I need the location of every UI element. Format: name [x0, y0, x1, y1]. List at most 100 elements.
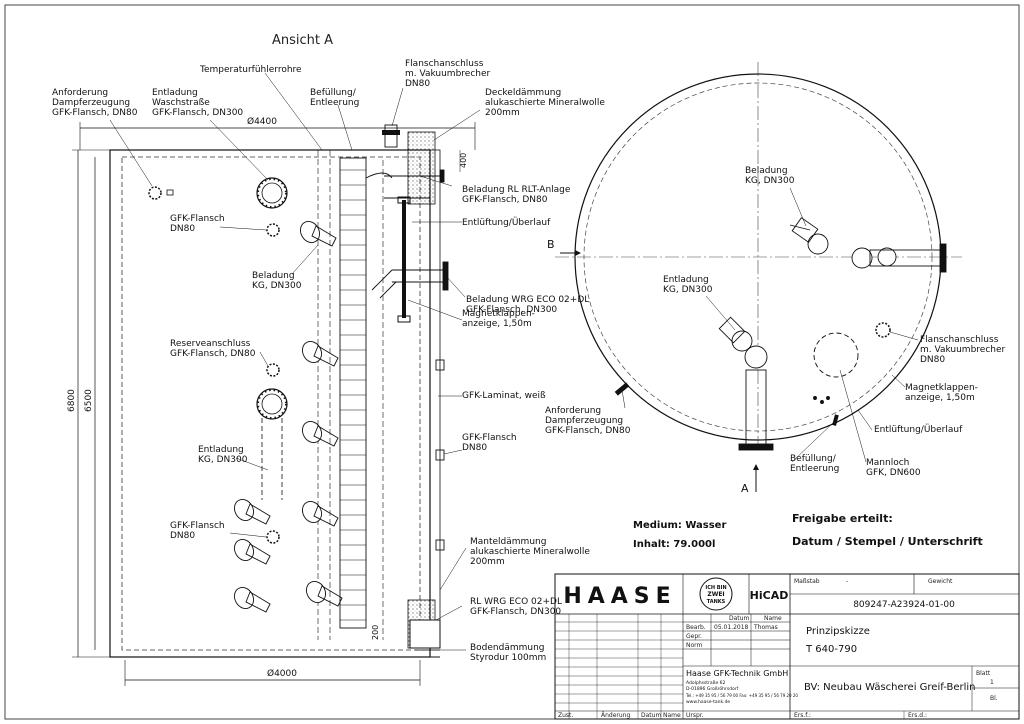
- elbow-pipe: [317, 585, 343, 607]
- label-reserve-line-1: Reserveanschluss: [170, 339, 251, 349]
- side-view: Ansicht A Ø4400 6800 6500 400 200: [67, 33, 476, 686]
- elbow-fitting: [234, 499, 254, 521]
- sheet-border: [4, 4, 1020, 720]
- label-befuellung-line-2: Entleerung: [790, 464, 839, 474]
- dim-bottom-offset: 200: [371, 625, 380, 640]
- plan-view-leaders: [621, 187, 919, 463]
- elbow-fitting: [300, 221, 320, 243]
- footer-ers-fuer: Ers.f.:: [794, 712, 811, 719]
- label-anforderung-line-3: GFK-Flansch, DN80: [52, 108, 138, 118]
- label-entlueftung-line-1: Entlüftung/Überlauf: [874, 424, 963, 435]
- gewicht-label: Gewicht: [928, 578, 953, 585]
- hicad-logo: HiCAD: [750, 589, 789, 602]
- label-anforderung-line-2: Dampferzeugung: [52, 98, 130, 108]
- svg-text:ZWEI: ZWEI: [707, 591, 724, 598]
- elbow-pipe: [245, 543, 271, 565]
- elbow-fitting: [306, 581, 326, 603]
- elbow-fitting: [302, 341, 322, 363]
- col-name: Name: [764, 615, 782, 622]
- label-gfk-flansch-dn80-3-line-1: GFK-Flansch: [170, 521, 225, 531]
- flange-dn80-left-1: [266, 223, 280, 237]
- row-bearb: Bearb.: [686, 624, 706, 631]
- company-addr-4: www.haase-tank.de: [686, 699, 730, 705]
- massstab-label: Maßstab: [794, 578, 820, 585]
- blatt-label: Blatt: [976, 670, 991, 677]
- col-datum: Datum: [729, 615, 749, 622]
- footer-name: Name: [663, 712, 681, 719]
- label-entladung-wasch-line-3: GFK-Flansch, DN300: [152, 108, 243, 118]
- label-befuellung-line-1: Befüllung/: [790, 454, 837, 464]
- label-magnet-line-2: anzeige, 1,50m: [905, 393, 975, 403]
- footer-ers-durch: Ers.d.:: [908, 712, 927, 719]
- label-deckel-line-1: Deckeldämmung: [485, 88, 561, 98]
- flange-dn80-anforderung: [148, 186, 162, 200]
- haase-logo: HAASE: [562, 584, 678, 609]
- blatt-value: 1: [990, 679, 994, 686]
- dim-bottom-diameter: Ø4000: [267, 668, 297, 679]
- tank-inner-shell: [121, 156, 421, 651]
- label-rl-wrg-line-2: GFK-Flansch, DN300: [470, 607, 561, 617]
- drawing-title-1: Prinzipskizze: [806, 626, 870, 637]
- company-addr-2: D-01896 Großröhrsdorf: [686, 686, 739, 692]
- footer-aenderung: Änderung: [601, 712, 630, 719]
- company-addr-3: Tel.: +49 35 95 / 56 79 00 Fax: +49 35 9…: [685, 693, 798, 698]
- dim-top-offset: 400: [459, 153, 468, 168]
- label-beladung-rl-line-1: Beladung RL RLT-Anlage: [462, 185, 571, 195]
- label-flansch-vakuum-line-1: Flanschanschluss: [405, 59, 484, 69]
- drawing-number: 809247-A23924-01-00: [853, 600, 955, 610]
- label-flansch-vakuum-line-2: m. Vakuumbrecher: [405, 69, 491, 79]
- bearb-date: 05.01.2018: [714, 624, 749, 631]
- signature-text: Datum / Stempel / Unterschrift: [792, 535, 983, 548]
- label-anforderung-line-2: Dampferzeugung: [545, 416, 623, 426]
- elbow-fitting: [234, 539, 254, 561]
- bl-label: Bl.: [990, 695, 998, 702]
- label-magnet-line-2: anzeige, 1,50m: [462, 319, 532, 329]
- section-arrow-a: A: [741, 482, 749, 495]
- label-deckel-line-2: alukaschierte Mineralwolle: [485, 98, 605, 108]
- label-beladung-wrg-line-2: GFK-Flansch, DN300: [466, 305, 557, 315]
- label-flansch-line-3: DN80: [920, 355, 945, 365]
- label-anforderung-line-1: Anforderung: [545, 406, 601, 416]
- label-flansch-vakuum-line-3: DN80: [405, 79, 430, 89]
- label-entladung-wasch-line-1: Entladung: [152, 88, 198, 98]
- elbow-fitting: [302, 421, 322, 443]
- inhalt-text: Inhalt: 79.000l: [633, 539, 715, 550]
- elbow-pipe: [313, 425, 339, 447]
- mantle-insulation: [429, 149, 441, 621]
- label-beladung-line-2: KG, DN300: [745, 176, 795, 186]
- magnetic-level-gauge: [402, 200, 406, 318]
- side-view-leaders: [109, 72, 481, 651]
- flange-dn300-wasch-outer: [256, 177, 288, 209]
- label-beladung-kg-line-2: KG, DN300: [252, 281, 302, 291]
- company-addr-1: Adolphsstraße 62: [686, 680, 726, 686]
- svg-text:HAASE: HAASE: [563, 584, 676, 609]
- view-title: Ansicht A: [272, 33, 333, 48]
- label-mantel-line-2: alukaschierte Mineralwolle: [470, 547, 590, 557]
- label-gfk-flansch-dn80-2-line-1: GFK-Flansch: [462, 433, 517, 443]
- label-entladung-kg-line-2: KG, DN300: [198, 455, 248, 465]
- label-beladung-rl-line-2: GFK-Flansch, DN80: [462, 195, 548, 205]
- label-befuellung-line-1: Befüllung/: [310, 88, 357, 98]
- footer-urspr: Urspr.: [686, 712, 704, 719]
- label-magnet-line-1: Magnetklappen-: [905, 383, 978, 393]
- elbow-fitting: [234, 587, 254, 609]
- elbow-fitting: [302, 501, 322, 523]
- row-gepr: Gepr.: [686, 633, 702, 640]
- label-befuellung-line-2: Entleerung: [310, 98, 359, 108]
- elbow-pipe: [245, 591, 271, 613]
- dim-top-diameter: Ø4400: [247, 116, 277, 127]
- label-magnet-line-1: Magnetklappen-: [462, 309, 535, 319]
- label-beladung-wrg-line-1: Beladung WRG ECO 02+DL: [466, 295, 589, 305]
- label-anforderung-line-3: GFK-Flansch, DN80: [545, 426, 631, 436]
- label-boden-line-1: Bodendämmung: [470, 643, 545, 653]
- elbow-pipe: [311, 225, 337, 247]
- elbow-pipe: [313, 345, 339, 367]
- label-gfk-flansch-dn80-1-line-2: DN80: [170, 224, 195, 234]
- label-laminat-line-1: GFK-Laminat, weiß: [462, 391, 546, 401]
- label-flansch-line-1: Flanschanschluss: [920, 335, 999, 345]
- project-name: BV: Neubau Wäscherei Greif-Berlin: [804, 682, 975, 693]
- label-gfk-flansch-dn80-2-line-2: DN80: [462, 443, 487, 453]
- label-flansch-line-2: m. Vakuumbrecher: [920, 345, 1006, 355]
